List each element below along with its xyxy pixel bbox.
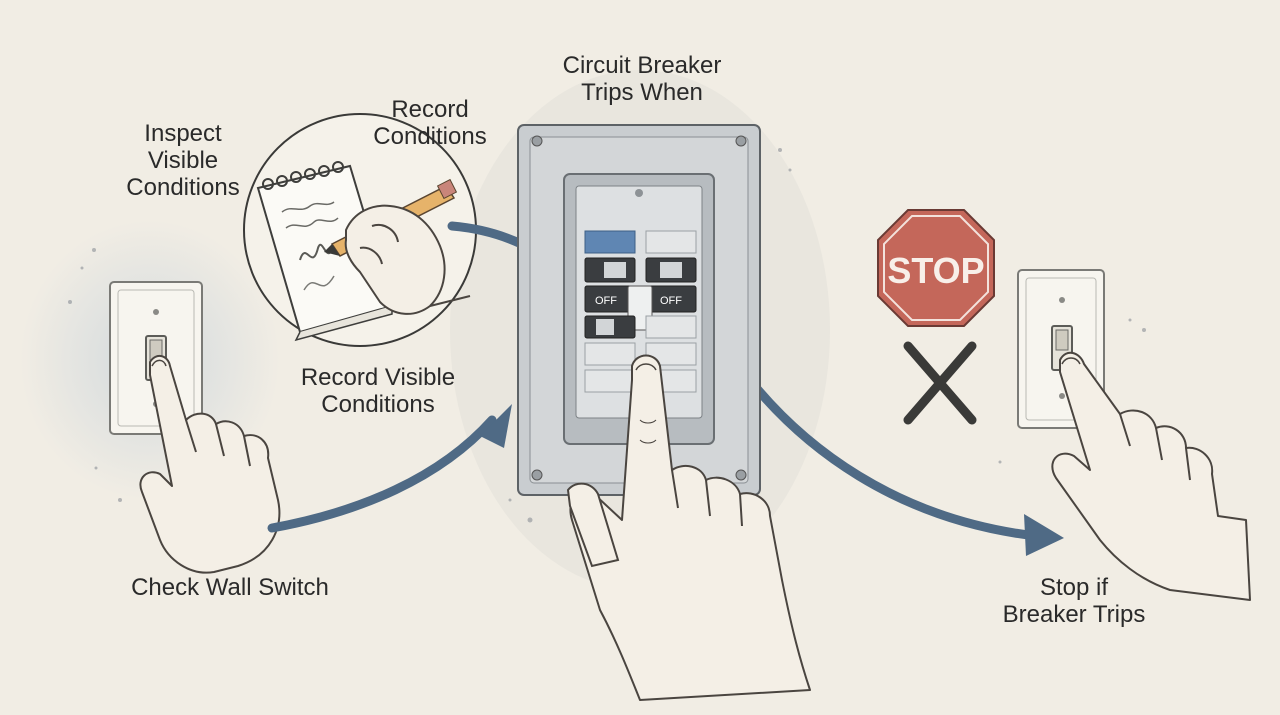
- speckles: [68, 148, 1146, 523]
- arrow-from-switch: [267, 415, 497, 533]
- writing-hand-icon: [344, 204, 471, 315]
- label-inspect-visible-conditions: Inspect Visible Conditions: [126, 120, 240, 201]
- breaker-panel-icon: OFF OFF: [517, 124, 761, 496]
- arrow-head: [1024, 514, 1064, 556]
- center-pointing-hand-icon: [569, 354, 811, 701]
- stop-sign-text: STOP: [887, 250, 984, 291]
- label-check-wall-switch: Check Wall Switch: [131, 574, 329, 601]
- right-pointing-hand-icon: [1051, 351, 1251, 601]
- label-record-visible-conditions: Record Visible Conditions: [300, 364, 456, 418]
- label-record-conditions: Record Conditions: [373, 96, 487, 150]
- left-knuckle-icon: [566, 482, 620, 568]
- notepad-icon: [256, 161, 394, 342]
- arrow-to-stop: [731, 357, 1041, 541]
- left-pointing-hand-icon: [139, 354, 281, 574]
- breaker-off-label: OFF: [660, 295, 682, 307]
- stop-sign-icon: STOP: [877, 209, 995, 327]
- x-mark-icon: [903, 341, 977, 425]
- label-stop-if-breaker-trips: Stop if Breaker Trips: [1002, 574, 1146, 628]
- label-circuit-breaker-trips-when: Circuit Breaker Trips When: [562, 52, 722, 106]
- arrow-head: [480, 404, 512, 448]
- record-conditions-vignette: [243, 113, 477, 347]
- breaker-off-label: OFF: [595, 295, 617, 307]
